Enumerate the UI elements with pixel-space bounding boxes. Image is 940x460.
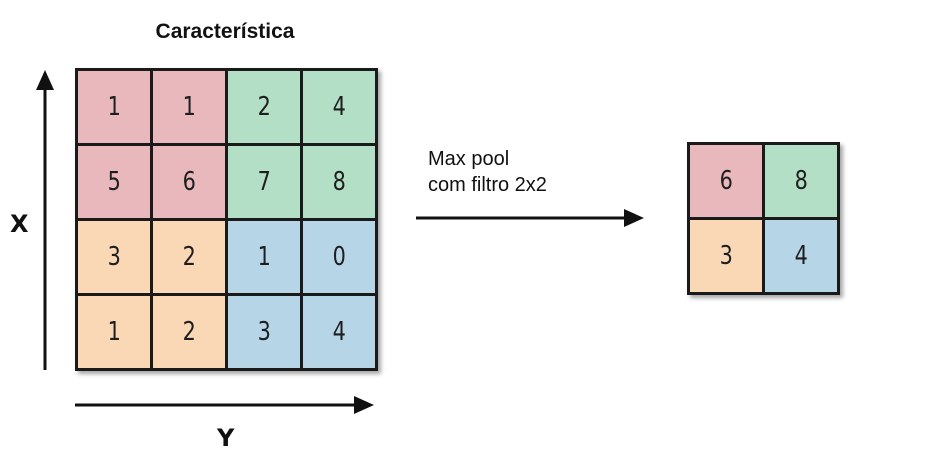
diagram-title: Característica [155,20,295,43]
input-cell-value: 2 [182,242,196,272]
y-axis-arrow [75,396,374,414]
input-cell-0-3: 4 [303,71,375,143]
input-cell-0-2: 2 [228,71,300,143]
output-cell-0-0: 6 [690,145,762,217]
input-cell-value: 3 [107,242,121,272]
input-cell-value: 6 [182,167,196,197]
input-cell-value: 1 [182,92,196,122]
input-cell-2-2: 1 [228,221,300,293]
output-cell-1-0: 3 [690,220,762,292]
output-cell-value: 4 [794,241,808,271]
operation-caption: Max pool com filtro 2x2 [428,146,547,198]
input-cell-0-1: 1 [153,71,225,143]
input-cell-3-2: 3 [228,296,300,368]
output-cell-0-1: 8 [765,145,837,217]
y-axis-label: Y [217,424,235,452]
input-cell-1-1: 6 [153,146,225,218]
input-cell-value: 0 [332,242,346,272]
input-cell-3-0: 1 [78,296,150,368]
pooled-output-grid: 6 8 3 4 [687,142,840,295]
output-cell-value: 6 [719,166,733,196]
input-cell-1-3: 8 [303,146,375,218]
max-pool-arrow [416,209,644,227]
x-axis-arrow [36,70,54,370]
caption-line-1: Max pool [428,148,510,170]
input-cell-value: 3 [257,317,271,347]
input-cell-value: 1 [107,92,121,122]
input-cell-1-2: 7 [228,146,300,218]
caption-line-2: com filtro 2x2 [428,174,547,196]
output-cell-value: 3 [719,241,733,271]
input-cell-value: 7 [257,167,271,197]
output-cell-1-1: 4 [765,220,837,292]
input-cell-value: 5 [107,167,121,197]
input-cell-2-0: 3 [78,221,150,293]
input-cell-value: 1 [257,242,271,272]
input-cell-0-0: 1 [78,71,150,143]
input-cell-1-0: 5 [78,146,150,218]
input-cell-3-3: 4 [303,296,375,368]
x-axis-label: X [10,210,29,238]
input-cell-value: 4 [332,92,346,122]
input-cell-value: 8 [332,167,346,197]
input-cell-value: 2 [257,92,271,122]
input-cell-3-1: 2 [153,296,225,368]
input-cell-value: 4 [332,317,346,347]
input-cell-2-1: 2 [153,221,225,293]
output-cell-value: 8 [794,166,808,196]
input-cell-value: 2 [182,317,196,347]
input-feature-grid: 1 1 2 4 5 6 7 8 3 2 1 0 1 2 3 4 [75,68,378,371]
input-cell-2-3: 0 [303,221,375,293]
input-cell-value: 1 [107,317,121,347]
